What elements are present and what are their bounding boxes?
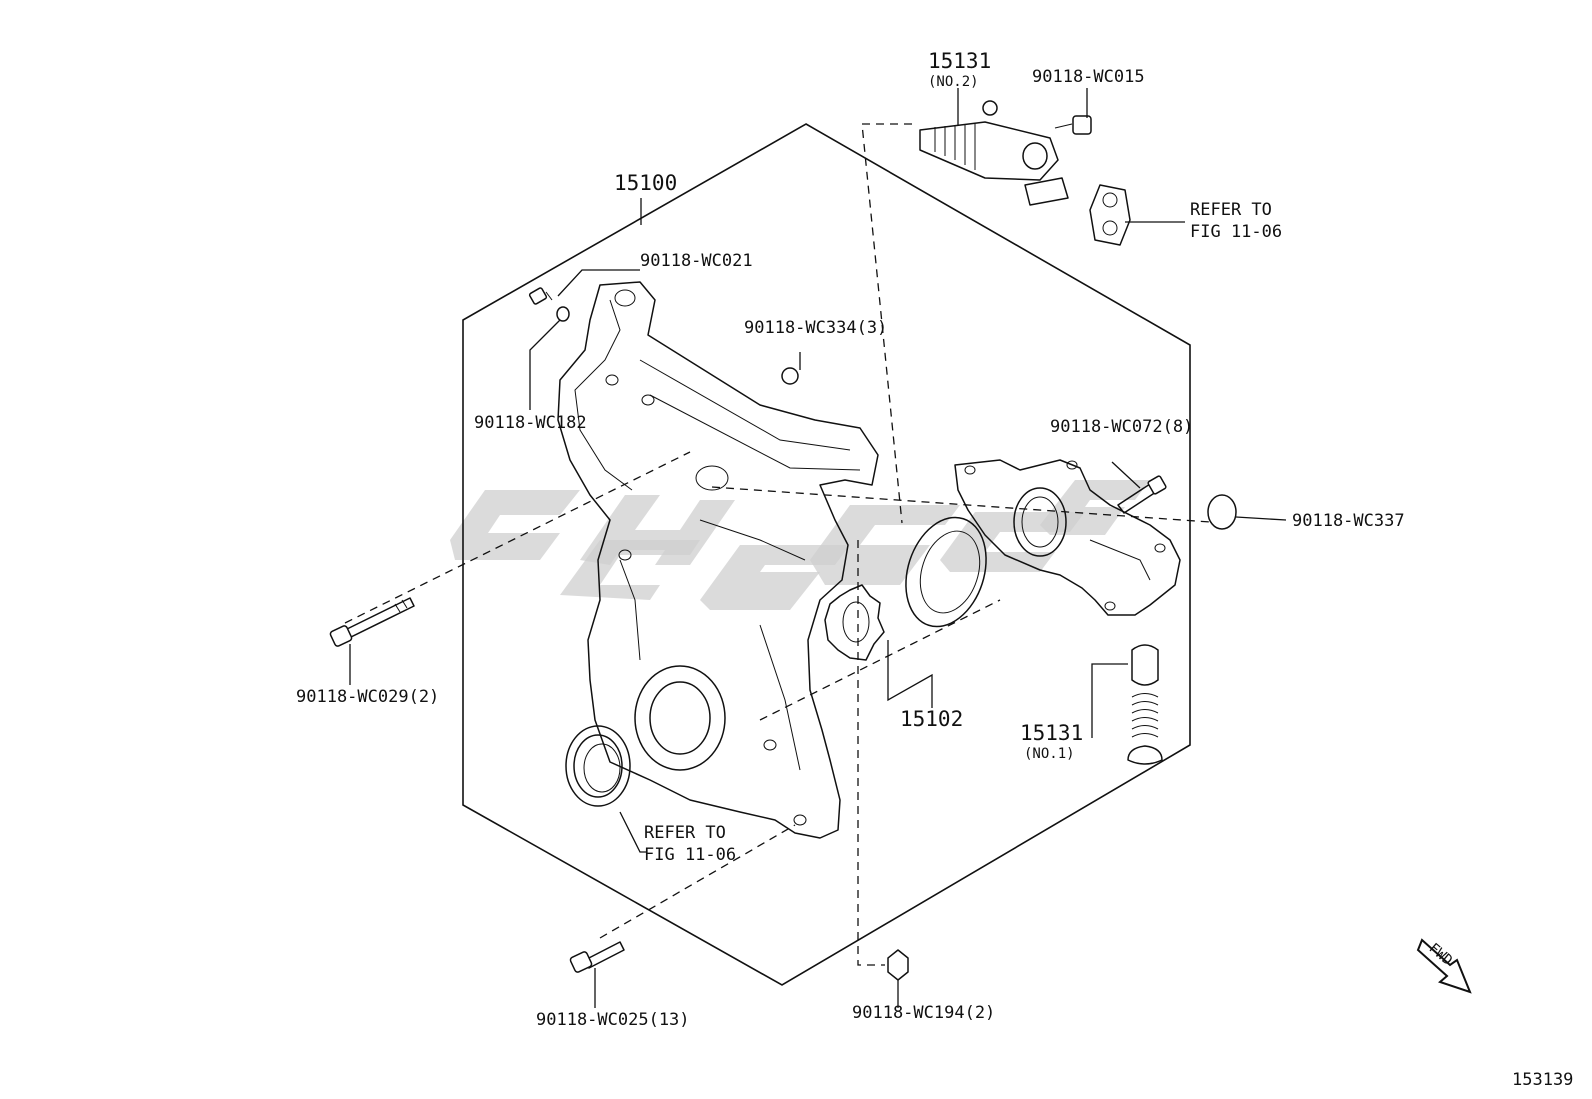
projection-lines bbox=[344, 123, 1211, 966]
label-90118-wc194: 90118-WC194(2) bbox=[852, 1003, 995, 1023]
oil-pump-outer-rotor bbox=[905, 516, 987, 628]
label-90118-wc021: 90118-WC021 bbox=[640, 251, 753, 271]
o-ring-wc337 bbox=[1207, 494, 1237, 530]
watermark-logo bbox=[450, 480, 1150, 610]
relief-valve-set bbox=[1127, 644, 1163, 765]
label-15131-no2-sub: (NO.2) bbox=[928, 74, 979, 90]
bolt-wc021 bbox=[528, 287, 553, 305]
label-15131-no1-sub: (NO.1) bbox=[1024, 746, 1075, 762]
bolt-wc015 bbox=[1054, 115, 1092, 135]
label-90118-wc337: 90118-WC337 bbox=[1292, 511, 1405, 531]
label-refer-bottom-line2: FIG 11-06 bbox=[644, 845, 736, 865]
oil-pump-inner-rotor bbox=[824, 584, 885, 661]
label-15100: 15100 bbox=[614, 171, 677, 195]
label-15131-no1: 15131 bbox=[1020, 721, 1083, 745]
bolt-wc029 bbox=[329, 597, 415, 647]
assembly-frame bbox=[462, 123, 1191, 986]
pin-wc334 bbox=[781, 367, 799, 385]
label-90118-wc182: 90118-WC182 bbox=[474, 413, 587, 433]
label-90118-wc072: 90118-WC072(8) bbox=[1050, 417, 1193, 437]
label-15102: 15102 bbox=[900, 707, 963, 731]
fwd-arrow-icon: FWD bbox=[1416, 938, 1472, 994]
label-15131-no2: 15131 bbox=[928, 49, 991, 73]
label-90118-wc025: 90118-WC025(13) bbox=[536, 1010, 690, 1030]
label-refer-bottom-line1: REFER TO bbox=[644, 823, 726, 843]
label-90118-wc334: 90118-WC334(3) bbox=[744, 318, 887, 338]
label-refer-top-line2: FIG 11-06 bbox=[1190, 222, 1282, 242]
label-90118-wc015: 90118-WC015 bbox=[1032, 67, 1145, 87]
oil-pump-body bbox=[954, 459, 1181, 616]
gasket-refer-top bbox=[1089, 184, 1131, 246]
washer-wc182 bbox=[556, 306, 570, 322]
dowel-wc194 bbox=[887, 949, 909, 981]
crankshaft-oil-seal bbox=[565, 725, 631, 807]
label-refer-top-line1: REFER TO bbox=[1190, 200, 1272, 220]
timing-chain-cover bbox=[557, 281, 879, 839]
bolt-wc072 bbox=[1117, 475, 1167, 514]
label-90118-wc029: 90118-WC029(2) bbox=[296, 687, 439, 707]
oil-control-valve bbox=[919, 100, 1069, 206]
bolt-wc025 bbox=[569, 941, 625, 973]
figure-number: 153139 bbox=[1512, 1070, 1573, 1090]
leader-lines bbox=[349, 88, 1287, 1008]
